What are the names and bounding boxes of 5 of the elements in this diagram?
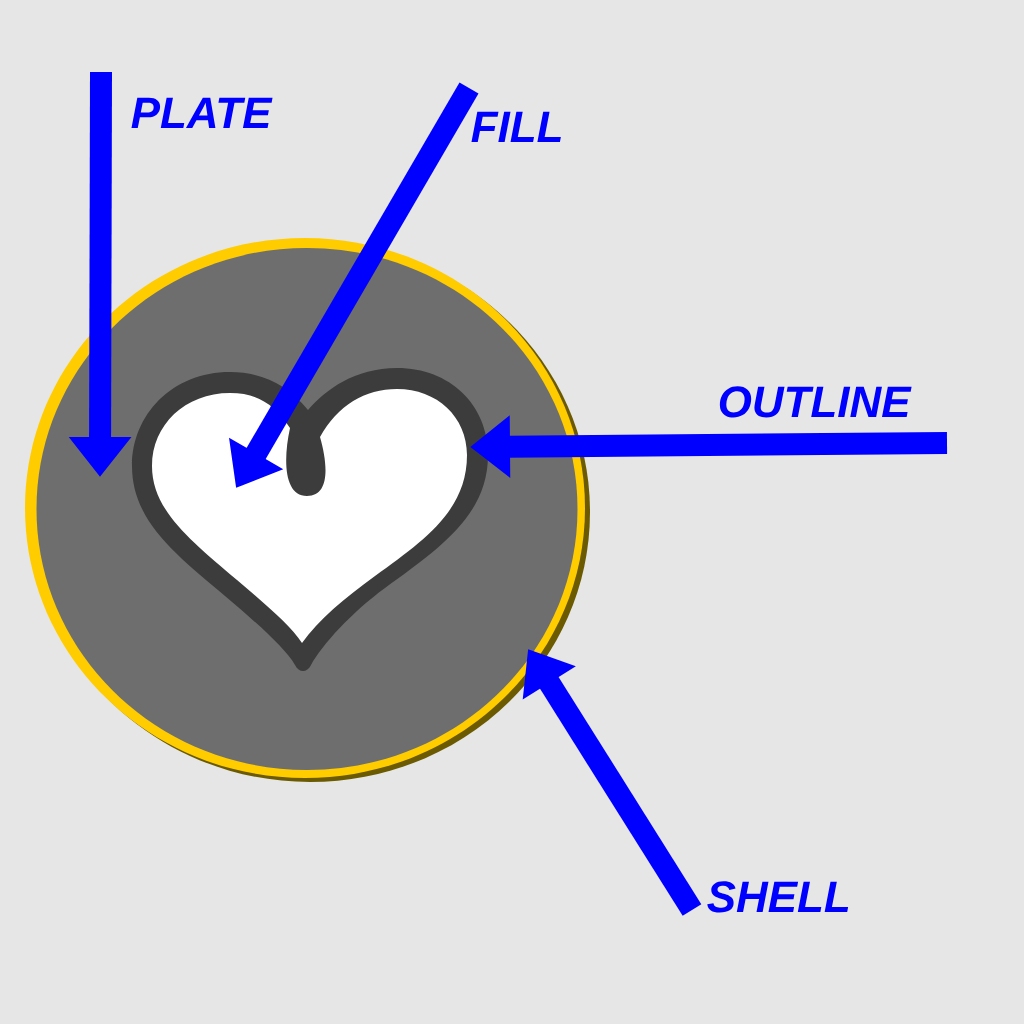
- part-label: SHELL: [707, 881, 849, 913]
- part-label: FILL: [471, 111, 561, 142]
- part-label: PLATE: [131, 97, 273, 128]
- heart-fill: [152, 389, 467, 643]
- part-label: OUTLINE: [719, 386, 912, 418]
